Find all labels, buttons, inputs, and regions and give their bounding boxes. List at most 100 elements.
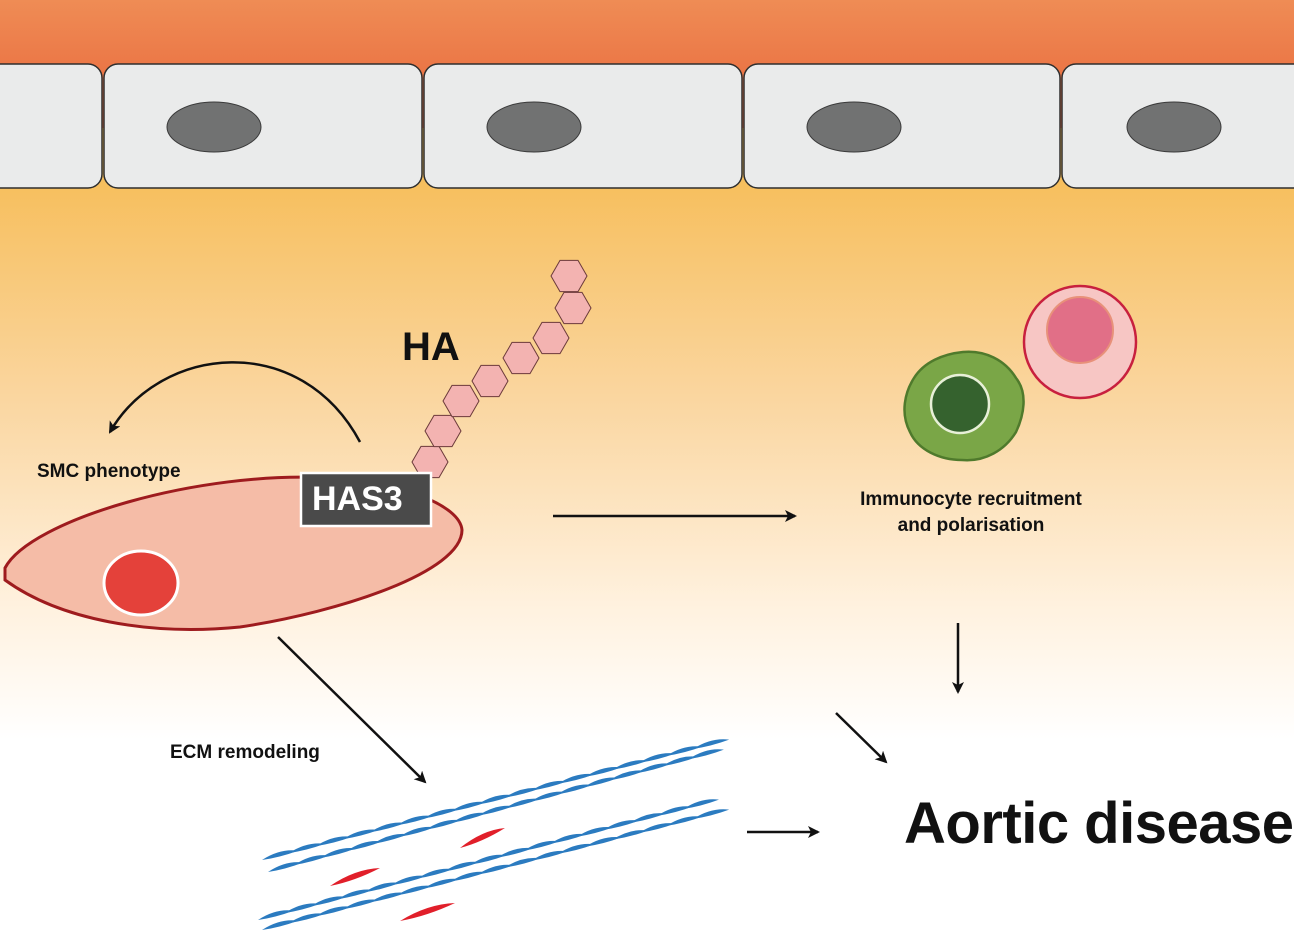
ecm-fiber-segment [444,861,480,872]
ecm-fiber-segment [504,857,541,868]
ecm-fiber-segment [477,864,514,875]
ecm-fiber-segment [688,749,724,760]
ecm-fiber-segment [373,833,409,844]
ecm-fiber-segment [417,868,454,879]
label-immunocyte-line2: and polarisation [897,515,1045,536]
ecm-fiber-segment [550,833,587,844]
lymphocyte-icon [1022,284,1138,400]
ecm-fiber-segment [639,753,676,763]
ecm-fiber-segment [390,875,427,886]
ecm-fiber-segment [346,841,383,851]
ecm-fiber-segment [315,836,352,847]
ecm-fiber-segment [639,823,676,833]
ecm-fiber-segment [603,820,640,830]
ecm-fiber-segment [315,906,352,917]
ecm-fiber-icon [258,739,730,930]
ecm-fiber-segment [284,903,321,914]
ecm-fiber-segment [504,798,540,809]
ecm-fiber-segment [504,787,541,798]
ecm-fiber-segment [478,805,514,816]
ecm-fiber-segment [609,770,646,781]
arrow-diagonal-to-disease [835,712,888,764]
endothelial-nucleus-2 [486,101,582,153]
label-ha: HA [402,325,460,369]
ecm-fiber-segment [288,843,325,854]
arrow-to-smc-phenotype [108,361,362,443]
ecm-fiber-segment [612,830,649,840]
ecm-damaged-fragment [330,868,380,886]
ecm-fiber-segment [612,760,649,770]
ecm-fiber-segment [425,819,461,830]
ecm-fiber-segment [558,843,595,854]
ecm-fiber-segment [497,847,533,858]
ecm-damaged-fragment [460,828,505,848]
label-immunocyte-line1: Immunocyte recruitment [860,489,1082,510]
ecm-fiber-segment [450,801,487,812]
ecm-fiber-segment [399,826,435,837]
ecm-fiber-segment [470,854,507,865]
ecm-fiber-segment [531,780,568,791]
ecm-fiber-segment [531,850,568,861]
ecm-fiber-segment [311,896,347,907]
endothelial-nucleus-1 [166,101,262,153]
ecm-fiber-segment [683,799,719,809]
vessel-wall-background [0,120,1294,740]
ecm-fiber-segment [630,813,666,823]
endothelial-cell-3 [423,63,743,189]
ha-hexagon-4 [471,364,509,398]
hyaluronan-chain-icon [411,259,592,479]
ecm-fiber-segment [666,746,703,756]
ecm-fiber-segment [423,808,460,819]
ecm-fiber-segment [396,885,433,896]
endothelial-cell-1 [0,63,103,189]
ecm-damaged-fragment [400,903,455,921]
ecm-fiber-segment [369,822,406,833]
arrow-to-ecm [277,636,427,784]
ha-hexagon-8 [550,259,588,293]
endothelial-nucleus-4 [1126,101,1222,153]
macrophage-nucleus [929,373,991,435]
ha-hexagon-3 [442,384,480,418]
ecm-fiber-segment [666,816,703,826]
ecm-fiber-segment [268,862,304,872]
ha-hexagon-6 [532,321,570,355]
endothelial-cell-4 [743,63,1061,189]
ha-hexagon-7 [554,291,592,325]
ecm-fiber-segment [523,840,560,851]
ecm-fiber-segment [320,848,356,858]
ecm-fiber-segment [342,899,379,910]
ecm-fiber-segment [557,784,593,795]
ecm-fiber-segment [423,878,460,889]
ecm-fiber-segment [337,889,374,900]
label-smc-phenotype: SMC phenotype [37,461,181,482]
ecm-fiber-segment [662,756,698,767]
label-ecm-remodeling: ECM remodeling [170,742,320,763]
ecm-fiber-segment [452,812,488,823]
ecm-fiber-segment [258,910,294,920]
ecm-fiber-segment [369,892,406,903]
ecm-fiber-segment [477,794,514,805]
ecm-fiber-segment [577,827,613,837]
ecm-fiber-segment [262,850,299,860]
ecm-fiber-segment [396,815,433,826]
endothelial-cell-icon [0,63,1294,189]
ecm-fiber-segment [530,791,567,802]
ecm-fiber-segment [583,777,619,788]
macrophage-icon [903,350,1025,462]
ecm-fiber-segment [636,763,672,774]
ecm-fiber-segment [693,739,730,749]
smc-nucleus [102,549,180,617]
ha-hexagon-5 [502,341,540,375]
has3-box [299,471,433,528]
endothelial-cell-2 [103,63,423,189]
ecm-fiber-segment [558,773,595,784]
ecm-fiber-segment [656,806,693,816]
lymphocyte-nucleus [1046,296,1114,364]
ecm-fiber-segment [585,767,622,777]
label-has3: HAS3 [312,480,403,518]
ecm-fiber-segment [262,920,299,930]
ecm-fiber-segment [450,871,487,882]
ecm-fiber-segment [288,913,325,924]
